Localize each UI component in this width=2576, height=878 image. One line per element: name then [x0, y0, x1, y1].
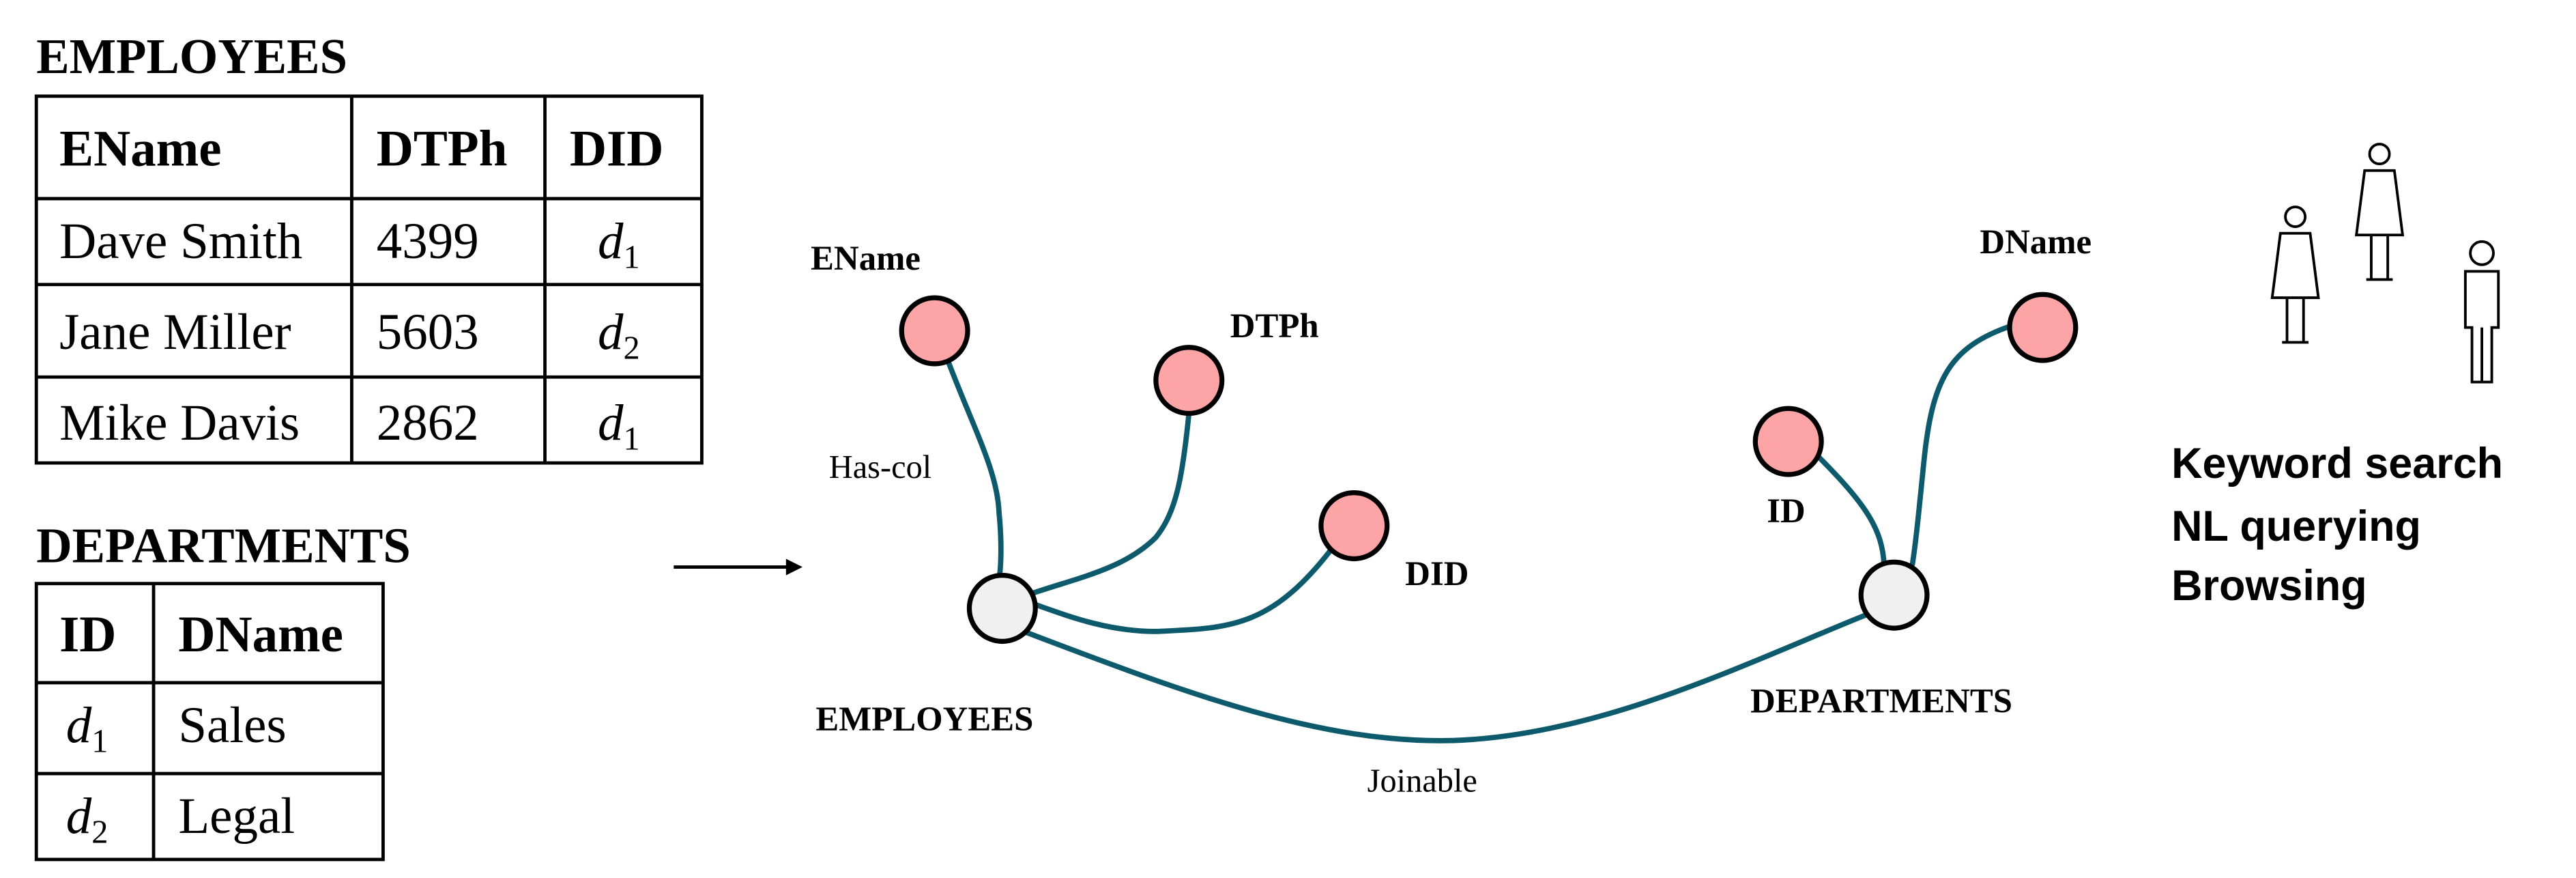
node-employees: [966, 573, 1038, 645]
cell-dname: Legal: [178, 788, 295, 845]
node-did: [1318, 490, 1390, 562]
label-has-col: Has-col: [829, 449, 931, 485]
cell-dname: Sales: [178, 697, 286, 754]
cell-ename: Mike Davis: [59, 395, 300, 451]
edge-dtph: [1026, 413, 1192, 598]
employees-title: EMPLOYEES: [36, 29, 347, 84]
node-ename: [899, 295, 970, 367]
label-joinable: Joinable: [1367, 763, 1477, 799]
cell-dtph: 4399: [377, 213, 479, 270]
label-ename: EName: [811, 239, 921, 277]
header-ename: EName: [59, 121, 221, 178]
user-icon: [2270, 206, 2320, 344]
header-dtph: DTPh: [377, 121, 508, 178]
label-did: DID: [1405, 554, 1468, 593]
edge-ename: [945, 359, 1004, 580]
transform-arrow: [674, 558, 803, 576]
cell-id: d2: [66, 788, 108, 851]
label-dname: DName: [1980, 223, 2092, 261]
node-id: [1752, 406, 1824, 477]
user-icon: [2354, 143, 2405, 281]
cell-dtph: 2862: [377, 395, 479, 451]
cell-dtph: 5603: [377, 304, 479, 360]
cell-did: d1: [598, 395, 640, 457]
cell-did: d2: [598, 304, 640, 367]
edge-id: [1814, 453, 1887, 566]
user-icon: [2463, 240, 2500, 384]
employees-table: EName DTPh DID Dave Smith 4399 d1 Jane M…: [34, 94, 704, 465]
label-id: ID: [1767, 492, 1805, 530]
use-keyword-search: Keyword search: [2171, 440, 2503, 487]
departments-title: DEPARTMENTS: [36, 518, 411, 573]
cell-ename: Jane Miller: [59, 304, 291, 360]
cell-ename: Dave Smith: [59, 213, 302, 270]
use-browsing: Browsing: [2171, 562, 2367, 610]
edge-joinable: [1022, 612, 1867, 744]
node-dname: [2007, 292, 2079, 363]
edge-did: [1031, 543, 1337, 634]
node-departments: [1858, 559, 1930, 631]
graph-edges: [945, 323, 2012, 744]
label-employees: EMPLOYEES: [815, 700, 1033, 738]
edge-dname: [1909, 323, 2012, 566]
node-dtph: [1153, 345, 1225, 416]
cell-did: d1: [598, 213, 640, 276]
use-nl-querying: NL querying: [2171, 502, 2421, 550]
header-did: DID: [570, 121, 664, 178]
header-id: ID: [59, 606, 116, 663]
departments-table: ID DName d1 Sales d2 Legal: [34, 582, 385, 862]
label-dtph: DTPh: [1230, 307, 1319, 345]
header-dname: DName: [178, 606, 343, 663]
cell-id: d1: [66, 697, 108, 760]
label-departments: DEPARTMENTS: [1750, 681, 2012, 720]
